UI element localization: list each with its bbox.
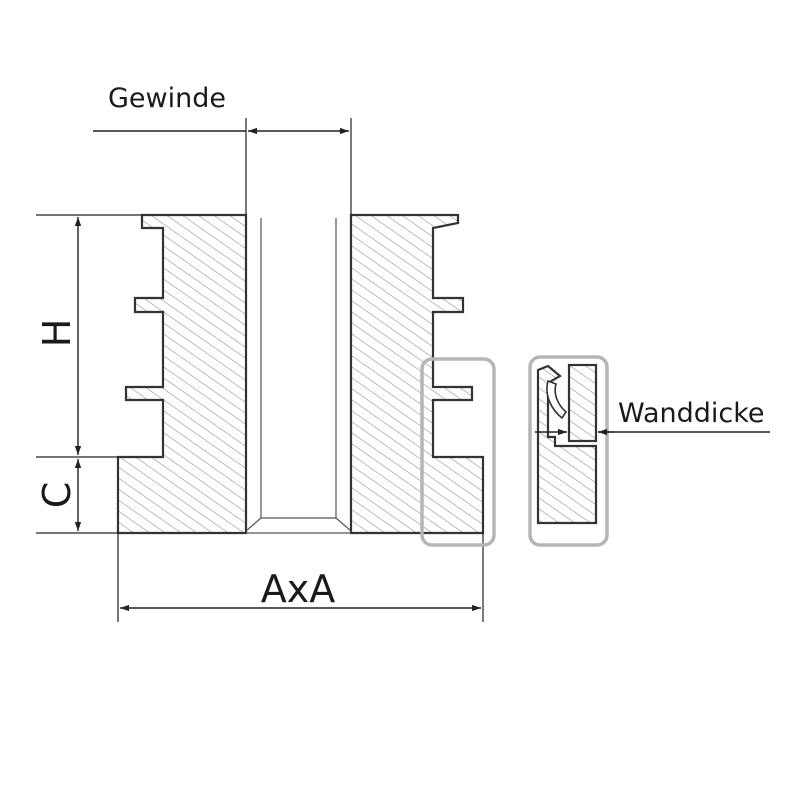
height-label: H	[35, 319, 79, 348]
thread-label: Gewinde	[108, 83, 226, 114]
detail-highlight-frame	[420, 357, 496, 547]
left-section	[116, 213, 248, 535]
right-section	[349, 213, 485, 535]
detail-view	[528, 355, 770, 547]
height-dimension	[36, 214, 142, 458]
collar-label: C	[35, 482, 79, 509]
outer-size-dimension	[117, 533, 484, 622]
thread-bore	[245, 218, 352, 534]
detail-insert-section	[536, 364, 598, 525]
thread-dimension	[93, 118, 352, 215]
detail-tube-wall	[567, 363, 598, 443]
detail-view-frame	[528, 355, 609, 547]
outer-size-label: AxA	[261, 567, 335, 611]
detail-fin	[546, 379, 568, 420]
collar-dimension	[36, 459, 118, 534]
wall-thickness-label: Wanddicke	[618, 398, 765, 429]
